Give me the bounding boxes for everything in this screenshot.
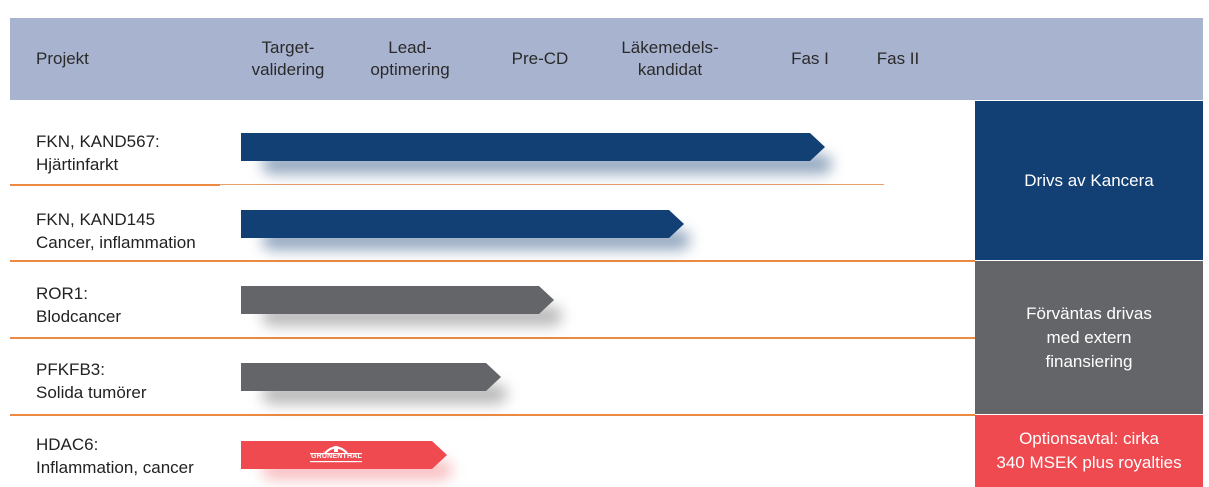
status-block-label: Förväntas drivas: [1026, 303, 1152, 323]
project-name: HDAC6:: [36, 435, 99, 454]
pipeline-header: Projekt Target-validering Lead-optimerin…: [10, 18, 1203, 100]
status-block-label: Optionsavtal: cirka: [1019, 429, 1159, 448]
status-block-external-funding: Förväntas drivas med extern finansiering: [975, 261, 1203, 414]
project-name: ROR1:: [36, 284, 88, 303]
project-indication: Cancer, inflammation: [36, 233, 196, 252]
progress-bar-pfkfb3: [241, 363, 501, 391]
phase-label-line1: Lead-: [388, 38, 432, 57]
phase-label-line1: Pre-CD: [511, 49, 569, 68]
project-indication: Solida tumörer: [36, 383, 147, 402]
column-header-pre-cd: Pre-CD: [490, 18, 590, 100]
project-label-kand567: FKN, KAND567: Hjärtinfarkt: [36, 130, 160, 176]
status-block-label: 340 MSEK plus royalties: [996, 453, 1182, 472]
row-separator: [10, 337, 975, 339]
project-name: PFKFB3:: [36, 360, 105, 379]
phase-label-line1: Target-: [261, 38, 315, 57]
project-indication: Hjärtinfarkt: [36, 155, 119, 174]
progress-bar-ror1: [241, 286, 554, 314]
column-header-drug-candidate: Läkemedels-kandidat: [605, 18, 735, 100]
phase-label-line1: Fas II: [876, 49, 920, 68]
phase-label-line1: Läkemedels-: [621, 38, 719, 57]
row-separator-shadow: [220, 184, 884, 185]
project-name: FKN, KAND145: [36, 210, 156, 229]
status-block-label: Drivs av Kancera: [1024, 170, 1154, 190]
project-label-hdac6: HDAC6: Inflammation, cancer: [36, 433, 194, 479]
project-indication: Inflammation, cancer: [36, 458, 194, 477]
column-header-lead-optimization: Lead-optimering: [350, 18, 470, 100]
row-separator: [10, 260, 975, 262]
phase-label-line2: optimering: [370, 60, 450, 79]
status-block-label: finansiering: [1045, 351, 1133, 371]
column-header-phase-1: Fas I: [780, 18, 840, 100]
row-separator: [10, 184, 220, 186]
phase-label-line2: validering: [251, 60, 325, 79]
project-indication: Blodcancer: [36, 307, 122, 326]
column-header-project-label: Projekt: [36, 49, 89, 68]
progress-bar-kand145: [241, 210, 684, 238]
column-header-project: Projekt: [36, 18, 89, 100]
project-label-ror1: ROR1: Blodcancer: [36, 282, 121, 328]
status-block-option-agreement: Optionsavtal: cirka 340 MSEK plus royalt…: [975, 415, 1203, 487]
phase-label-line2: kandidat: [637, 60, 703, 79]
progress-bar-hdac6: [241, 441, 447, 469]
project-label-pfkfb3: PFKFB3: Solida tumörer: [36, 358, 147, 404]
phase-label-line1: Fas I: [791, 49, 829, 68]
progress-bar-kand567: [241, 133, 825, 161]
grunenthal-logo-icon: [310, 446, 362, 463]
grunenthal-logo-text: GRÜNENTHAL: [311, 453, 362, 460]
status-block-kancera: Drivs av Kancera: [975, 101, 1203, 260]
column-header-phase-2: Fas II: [868, 18, 928, 100]
column-header-target-validation: Target-validering: [228, 18, 348, 100]
status-block-label: med extern: [1046, 327, 1132, 347]
row-separator: [10, 414, 975, 416]
project-name: FKN, KAND567:: [36, 132, 160, 151]
project-label-kand145: FKN, KAND145 Cancer, inflammation: [36, 208, 196, 254]
